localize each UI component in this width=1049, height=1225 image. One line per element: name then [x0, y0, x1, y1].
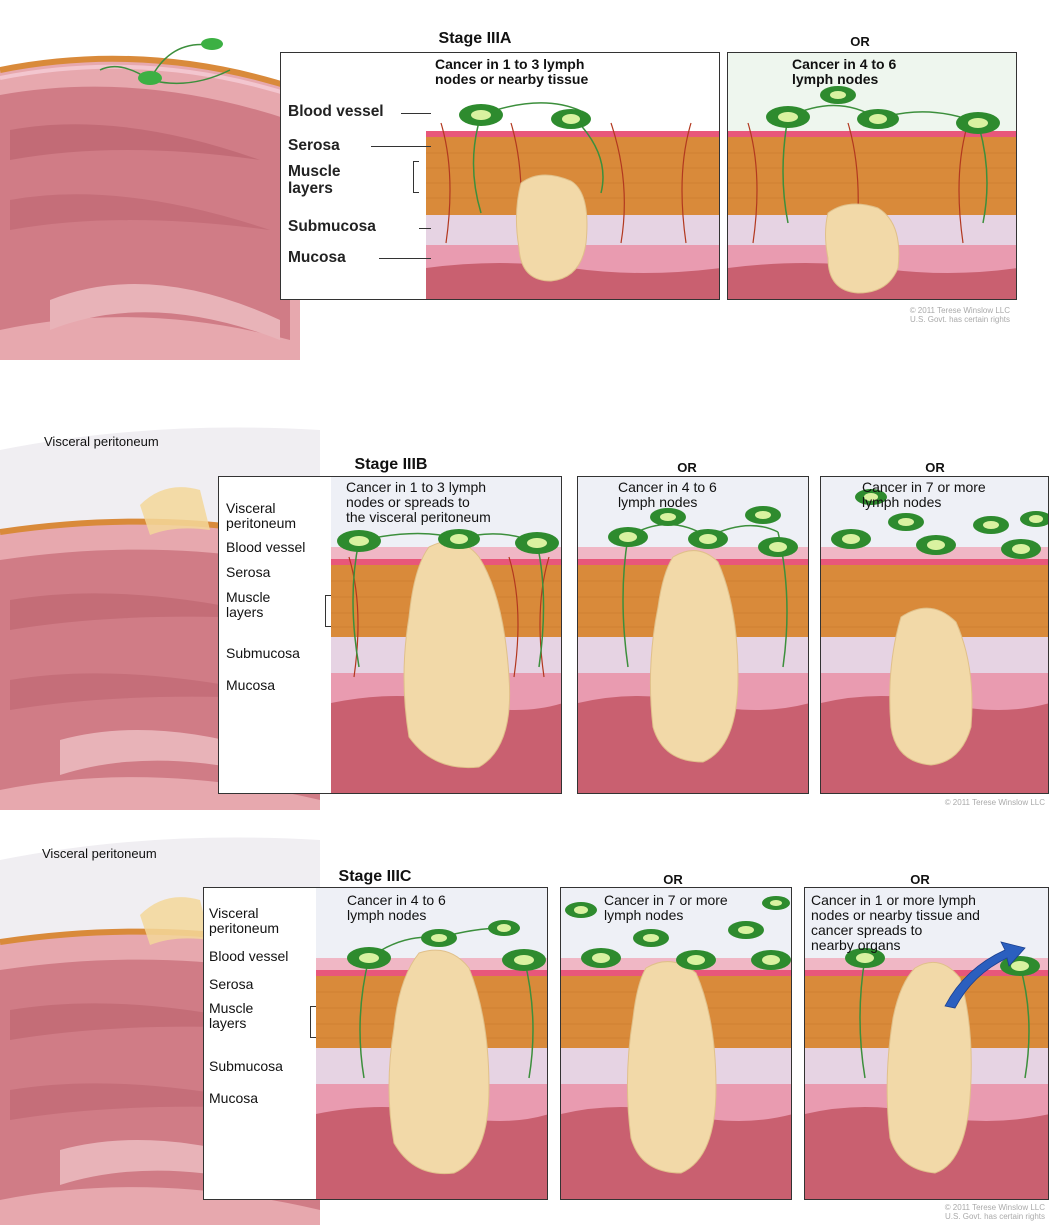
- label-submucosa: Submucosa: [226, 646, 300, 661]
- stage-iiic-section: Visceral peritoneum Stage IIIC OR OR Vis…: [0, 830, 1049, 1225]
- stage-iiic-panel-3-caption: Cancer in 1 or more lymph nodes or nearb…: [811, 893, 980, 953]
- copyright-text: © 2011 Terese Winslow LLC: [850, 798, 1045, 807]
- stage-iiib-section: Visceral peritoneum Stage IIIB OR OR Vis…: [0, 410, 1049, 810]
- label-serosa: Serosa: [288, 137, 340, 154]
- muscle-bracket: [413, 161, 419, 193]
- stage-iiia-title: Stage IIIA: [420, 30, 530, 48]
- muscle-bracket: [310, 1006, 316, 1038]
- label-serosa: Serosa: [226, 565, 270, 580]
- or-label: OR: [875, 460, 995, 475]
- stage-iiic-panel-2: [560, 887, 792, 1200]
- label-blood-vessel: Blood vessel: [226, 540, 305, 555]
- label-muscle-layers: Muscle layers: [209, 1001, 253, 1031]
- label-serosa: Serosa: [209, 977, 253, 992]
- label-visceral-peritoneum: Visceral peritoneum: [209, 906, 279, 936]
- colon-illustration: [0, 0, 300, 360]
- label-mucosa: Mucosa: [226, 678, 275, 693]
- stage-iiib-title: Stage IIIB: [336, 456, 446, 474]
- or-label: OR: [627, 460, 747, 475]
- or-label: OR: [860, 872, 980, 887]
- label-muscle-layers: Muscle layers: [288, 163, 341, 197]
- peritoneum-label: Visceral peritoneum: [44, 434, 159, 449]
- label-blood-vessel: Blood vessel: [288, 103, 384, 120]
- leader-line: [401, 113, 431, 114]
- label-mucosa: Mucosa: [288, 249, 346, 266]
- stage-iiic-title: Stage IIIC: [320, 868, 430, 886]
- stage-iiib-panel-2-caption: Cancer in 4 to 6 lymph nodes: [618, 480, 717, 510]
- stage-iiib-panel-3-caption: Cancer in 7 or more lymph nodes: [862, 480, 986, 510]
- muscle-bracket: [325, 595, 331, 627]
- stage-iiib-panel-3: [820, 476, 1049, 794]
- leader-line: [419, 228, 431, 229]
- stage-iiib-panel-2: [577, 476, 809, 794]
- stage-iiic-panel-2-caption: Cancer in 7 or more lymph nodes: [604, 893, 728, 923]
- or-label: OR: [613, 872, 733, 887]
- label-muscle-layers: Muscle layers: [226, 590, 270, 620]
- leader-line: [379, 258, 431, 259]
- label-blood-vessel: Blood vessel: [209, 949, 288, 964]
- stage-iiia-panel-1: [280, 52, 720, 300]
- leader-line: [371, 146, 431, 147]
- label-submucosa: Submucosa: [209, 1059, 283, 1074]
- stage-iiia-panel-1-caption: Cancer in 1 to 3 lymph nodes or nearby t…: [435, 57, 588, 87]
- stage-iiia-panel-2-caption: Cancer in 4 to 6 lymph nodes: [792, 57, 896, 87]
- stage-iiia-section: Stage IIIA OR Blood vessel Serosa Muscle…: [0, 0, 1049, 360]
- stage-iiia-panel-2: [727, 52, 1017, 300]
- stage-iiic-panel-1-caption: Cancer in 4 to 6 lymph nodes: [347, 893, 446, 923]
- label-submucosa: Submucosa: [288, 218, 376, 235]
- copyright-text: © 2011 Terese Winslow LLC U.S. Govt. has…: [800, 306, 1010, 324]
- copyright-text: © 2011 Terese Winslow LLC U.S. Govt. has…: [840, 1203, 1045, 1221]
- peritoneum-label: Visceral peritoneum: [42, 846, 157, 861]
- label-visceral-peritoneum: Visceral peritoneum: [226, 501, 296, 531]
- label-mucosa: Mucosa: [209, 1091, 258, 1106]
- stage-iiib-panel-1-caption: Cancer in 1 to 3 lymph nodes or spreads …: [346, 480, 491, 525]
- or-label: OR: [800, 34, 920, 49]
